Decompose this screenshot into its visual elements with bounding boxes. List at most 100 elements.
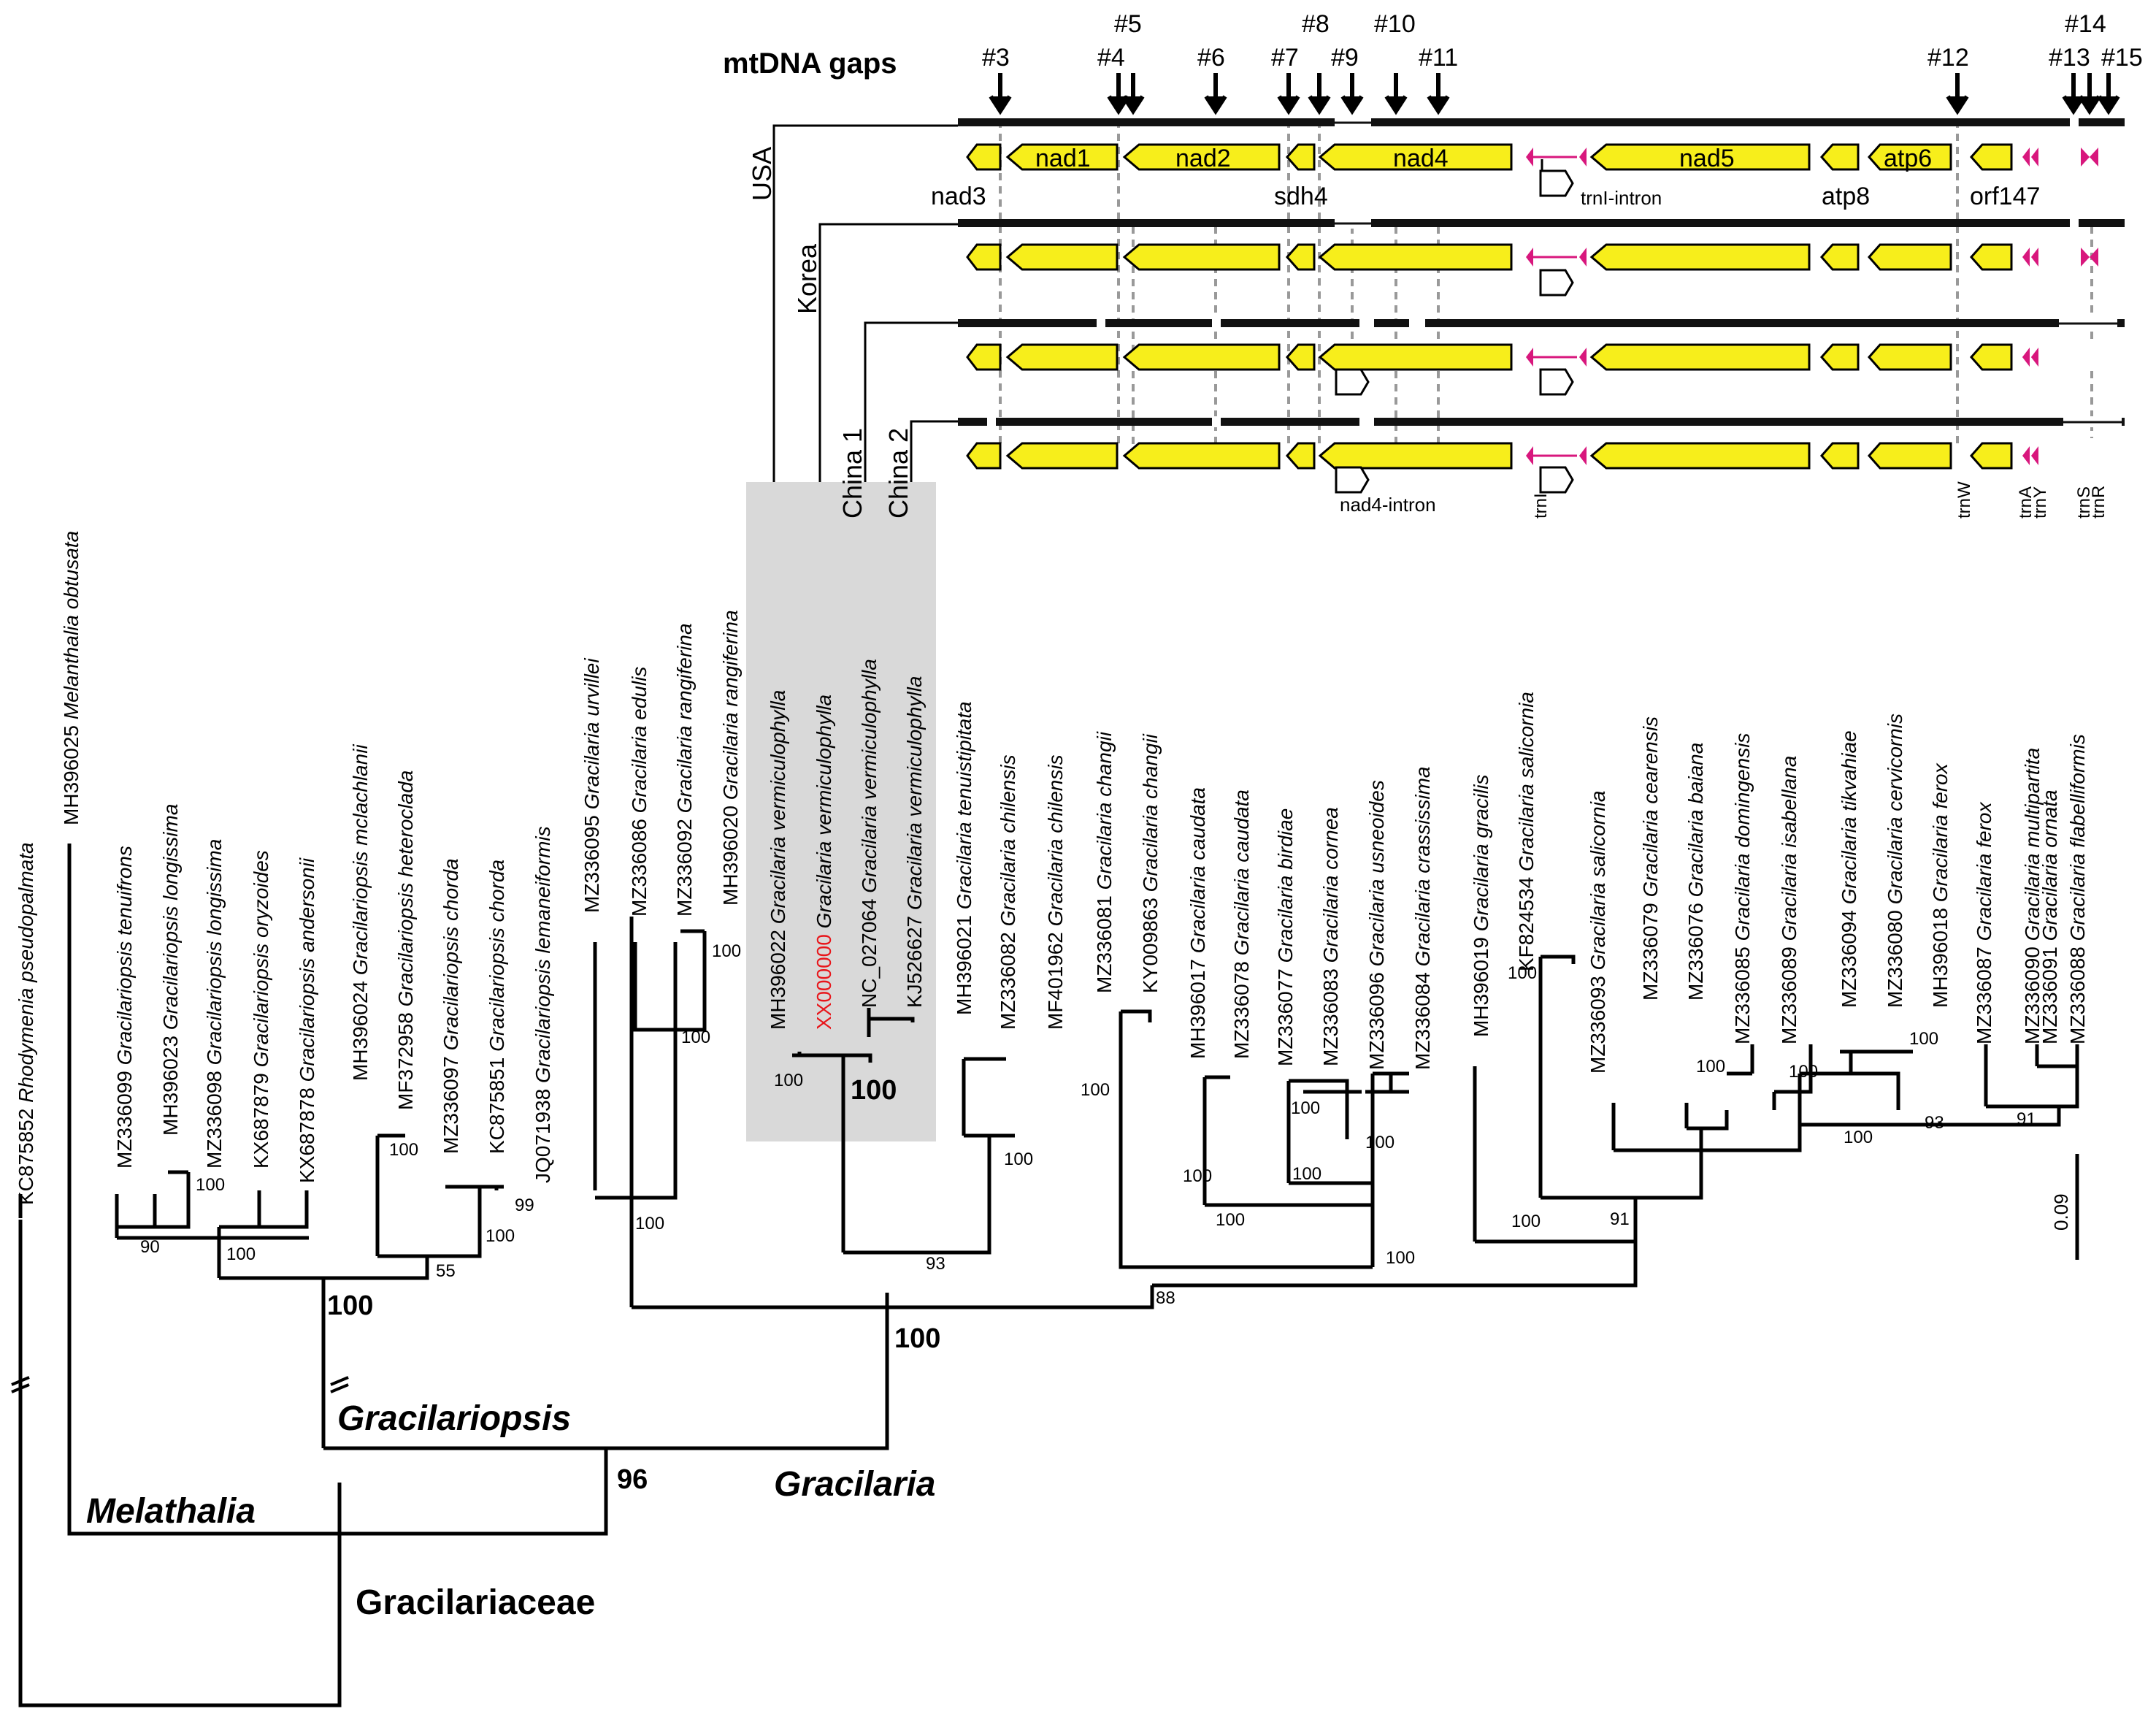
support-value: 88 bbox=[1156, 1288, 1175, 1308]
support-value: 100 bbox=[635, 1214, 664, 1233]
taxon-species: Gracilariopsis andersonii bbox=[296, 857, 318, 1082]
taxon-label: MZ336078 Gracilaria caudata bbox=[1230, 789, 1253, 1059]
support-value: 100 bbox=[1511, 1212, 1541, 1231]
taxon-accession: KX687879 bbox=[250, 1067, 272, 1169]
arrow-down-icon bbox=[1384, 73, 1408, 115]
gene-label: nad4-intron bbox=[1340, 494, 1436, 516]
genome-label: China 1 bbox=[837, 428, 867, 519]
taxon-accession: MZ336087 bbox=[1973, 941, 1995, 1044]
taxon-accession: MZ336088 bbox=[2066, 941, 2089, 1044]
support-value: 100 bbox=[1386, 1248, 1415, 1268]
taxon-accession: MZ336094 bbox=[1838, 904, 1860, 1008]
support-value: 96 bbox=[617, 1464, 648, 1495]
taxon-species: Gracilaria crassissima bbox=[1411, 767, 1434, 967]
taxon-label: KC875851 Gracilariopsis chorda bbox=[486, 860, 508, 1154]
taxon-species: Gracilaria caudata bbox=[1186, 787, 1209, 953]
gap-label: #8 bbox=[1302, 10, 1330, 38]
taxon-accession: JQ071938 bbox=[532, 1083, 554, 1183]
taxon-species: Gracilaria birdiae bbox=[1274, 808, 1297, 963]
taxon-accession: MZ336077 bbox=[1274, 963, 1297, 1066]
taxon-accession: MZ336086 bbox=[628, 813, 651, 917]
arrow-down-icon bbox=[1340, 73, 1364, 115]
gap-label: #12 bbox=[1927, 44, 1969, 72]
gap-label: #9 bbox=[1331, 44, 1359, 72]
taxon-accession: MZ336090 bbox=[2021, 941, 2044, 1044]
taxon-label: KJ526627 Gracilaria vermiculophylla bbox=[903, 676, 926, 1008]
taxon-label: KY009863 Gracilaria changii bbox=[1139, 733, 1162, 993]
taxon-accession: KF824534 bbox=[1515, 871, 1538, 971]
gene-label: atp8 bbox=[1822, 183, 1870, 210]
support-value: 100 bbox=[774, 1071, 803, 1090]
taxon-accession: MH396017 bbox=[1186, 953, 1209, 1059]
taxon-accession: MH396021 bbox=[953, 909, 975, 1015]
taxon-label: MH396021 Gracilaria tenuistipitata bbox=[953, 701, 975, 1015]
taxon-species: Gracilaria usneoides bbox=[1365, 780, 1388, 966]
taxon-species: Gracilaria salicornia bbox=[1515, 692, 1538, 871]
taxon-label: KC875852 Rhodymenia pseudopalmata bbox=[15, 842, 37, 1205]
taxon-accession: MZ336092 bbox=[673, 813, 696, 917]
taxon-species: Gracilariopsis chorda bbox=[486, 860, 508, 1052]
gene-label: atp6 bbox=[1884, 145, 1932, 172]
taxon-species: Gracilariopsis mclachlanii bbox=[349, 744, 372, 976]
arrow-down-icon bbox=[1204, 73, 1227, 115]
taxon-label: KF824534 Gracilaria salicornia bbox=[1515, 692, 1538, 971]
taxon-label: MZ336091 Gracilaria ornata bbox=[2038, 789, 2061, 1044]
taxon-accession: MZ336097 bbox=[440, 1050, 462, 1154]
row-china2 bbox=[966, 438, 2103, 494]
taxon-accession: MZ336082 bbox=[997, 926, 1019, 1030]
gap-label: #14 bbox=[2065, 10, 2106, 38]
support-value: 93 bbox=[926, 1254, 945, 1274]
taxon-accession: MZ336096 bbox=[1365, 966, 1388, 1070]
taxon-species: Gracilaria changii bbox=[1093, 731, 1116, 890]
taxon-label: NC_027064 Gracilaria vermiculophylla bbox=[858, 659, 881, 1008]
taxon-species: Gracilaria chilensis bbox=[1044, 754, 1067, 926]
support-value: 99 bbox=[515, 1196, 534, 1215]
genome-label: Korea bbox=[792, 243, 822, 314]
thin-lines bbox=[1335, 121, 2122, 424]
arrow-down-icon bbox=[1107, 73, 1130, 115]
arrow-down-icon bbox=[1277, 73, 1300, 115]
support-value: 100 bbox=[1696, 1057, 1725, 1076]
taxon-species: Gracilaria tenuistipitata bbox=[953, 701, 975, 909]
taxon-species: Gracilaria changii bbox=[1139, 733, 1162, 892]
support-value: 93 bbox=[1925, 1113, 1944, 1133]
taxon-species: Gracilariopsis longissima bbox=[203, 839, 226, 1066]
taxon-accession: MZ336091 bbox=[2038, 941, 2061, 1044]
highlight-box bbox=[746, 482, 936, 1141]
taxon-accession: MZ336085 bbox=[1731, 941, 1754, 1044]
taxon-accession: MZ336099 bbox=[113, 1065, 136, 1169]
clade-label: Gracilariopsis bbox=[337, 1399, 571, 1438]
taxon-label: MZ336088 Gracilaria flabelliformis bbox=[2066, 734, 2089, 1044]
arrow-down-icon bbox=[989, 73, 1012, 115]
taxon-species: Gracilaria isabellana bbox=[1778, 756, 1800, 941]
taxon-label: MZ336081 Gracilaria changii bbox=[1093, 731, 1116, 993]
arrow-down-icon bbox=[2062, 73, 2085, 115]
row-china1 bbox=[966, 340, 2103, 396]
taxon-species: Gracilaria vermiculophylla bbox=[903, 676, 926, 911]
taxon-accession: MZ336076 bbox=[1684, 897, 1707, 1001]
gene-label: nad2 bbox=[1175, 145, 1231, 172]
taxon-species: Gracilaria domingensis bbox=[1731, 733, 1754, 941]
taxon-label: MZ336077 Gracilaria birdiae bbox=[1274, 808, 1297, 1066]
taxon-species: Gracilaria rangiferina bbox=[673, 623, 696, 813]
support-value: 100 bbox=[196, 1175, 225, 1195]
taxon-accession: MH396025 bbox=[60, 719, 83, 825]
taxon-accession: MZ336093 bbox=[1587, 970, 1609, 1074]
taxon-species: Gracilaria cervicornis bbox=[1884, 714, 1906, 904]
gene-label: sdh4 bbox=[1274, 183, 1328, 210]
taxon-label: MH396023 Gracilariopsis longissima bbox=[159, 804, 182, 1136]
support-value: 100 bbox=[1081, 1080, 1110, 1100]
taxon-label: KX687879 Gracilariopsis oryzoides bbox=[250, 850, 272, 1169]
support-value: 100 bbox=[712, 941, 741, 961]
taxon-label: MF401962 Gracilaria chilensis bbox=[1044, 754, 1067, 1030]
taxon-species: Gracilaria caudata bbox=[1230, 789, 1253, 955]
taxon-label: MZ336082 Gracilaria chilensis bbox=[997, 754, 1019, 1030]
taxon-label: MZ336080 Gracilaria cervicornis bbox=[1884, 714, 1906, 1008]
taxon-accession: MZ336081 bbox=[1093, 890, 1116, 993]
taxon-species: Gracilaria flabelliformis bbox=[2066, 734, 2089, 941]
support-value: 100 bbox=[486, 1226, 515, 1246]
arrow-down-icon bbox=[1427, 73, 1450, 115]
taxon-label: MZ336089 Gracilaria isabellana bbox=[1778, 756, 1800, 1044]
arrow-down-icon bbox=[2097, 73, 2120, 115]
map-connectors bbox=[772, 124, 958, 482]
